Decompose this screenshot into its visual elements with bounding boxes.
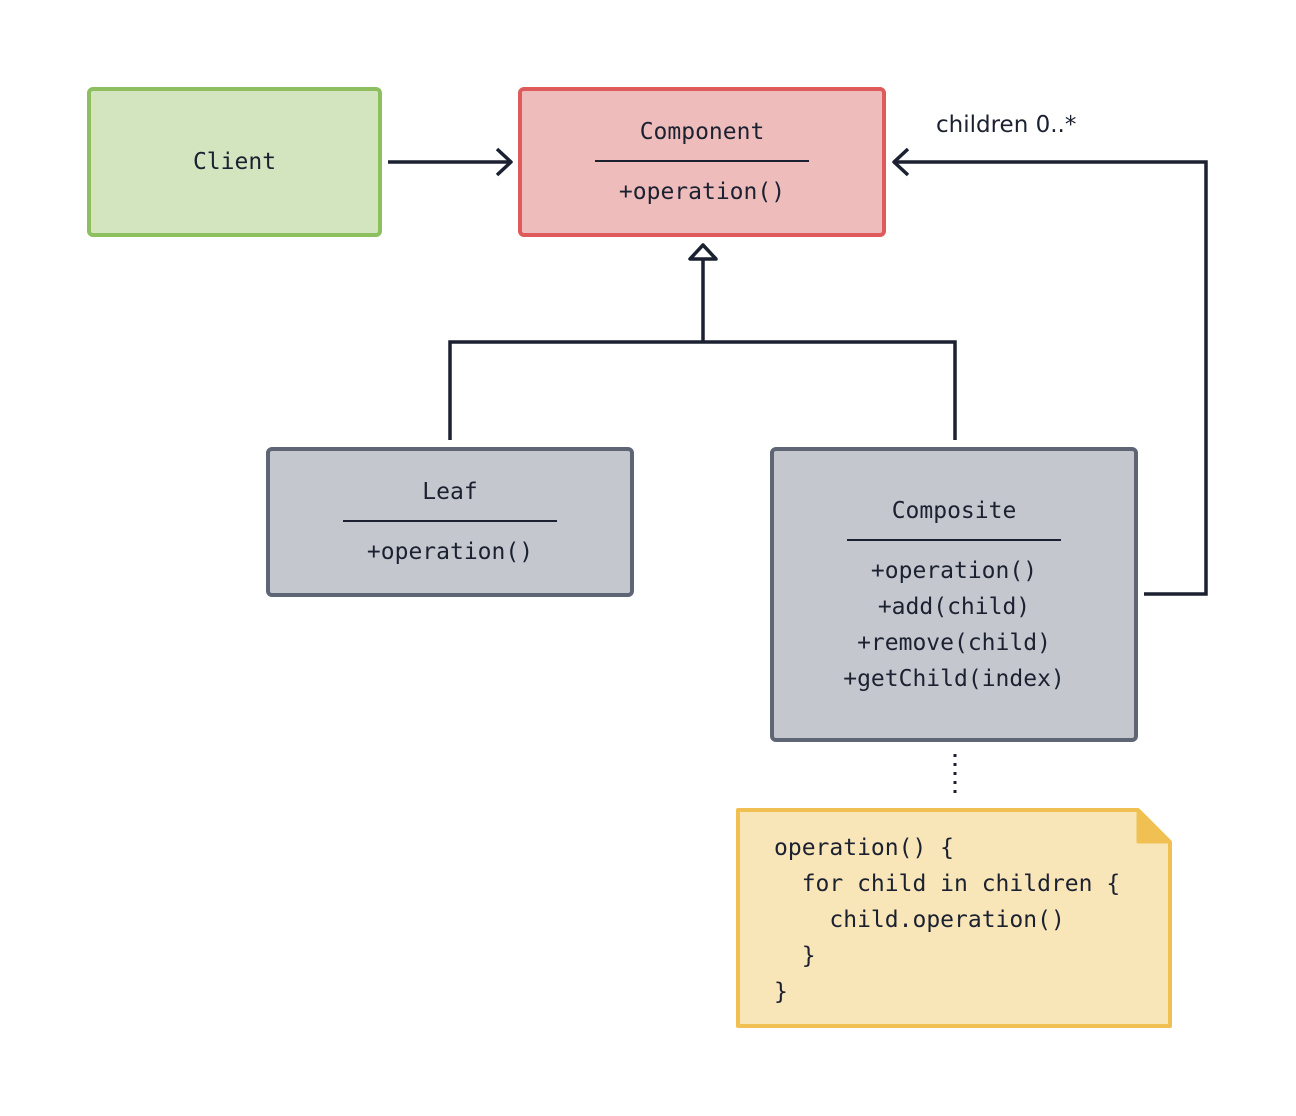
composite-method-operation: +operation() xyxy=(870,557,1038,584)
note-line: for child in children { xyxy=(774,871,1121,897)
composite-method-getchild: +getChild(index) xyxy=(843,665,1065,692)
composite-title: Composite xyxy=(891,497,1017,524)
note-code: operation() { for child in children { ch… xyxy=(774,830,1120,1010)
note-line: child.operation() xyxy=(774,907,1065,933)
leaf-method: +operation() xyxy=(366,539,534,565)
component-method: +operation() xyxy=(618,179,786,205)
note-line: operation() { xyxy=(774,835,955,861)
composite-method-remove: +remove(child) xyxy=(857,629,1051,656)
composite-divider xyxy=(847,538,1061,541)
note-line: } xyxy=(774,943,816,969)
client-title: Client xyxy=(192,149,277,175)
client-box: Client xyxy=(87,87,382,237)
note-shape xyxy=(736,808,1172,1028)
generalization-arrow xyxy=(448,243,957,440)
component-title: Component xyxy=(639,119,765,145)
component-divider xyxy=(595,160,809,162)
component-box: Component +operation() xyxy=(518,87,886,237)
client-component-arrow xyxy=(388,147,513,177)
leaf-title: Leaf xyxy=(422,479,478,505)
children-aggregation-arrow xyxy=(892,147,1208,596)
children-multiplicity-label: children 0..* xyxy=(936,112,1077,138)
composite-box: Composite +operation() +add(child) +remo… xyxy=(770,447,1138,742)
leaf-divider xyxy=(343,520,557,522)
leaf-box: Leaf +operation() xyxy=(266,447,634,597)
note-line: } xyxy=(774,979,788,1005)
composite-method-add: +add(child) xyxy=(877,593,1031,620)
